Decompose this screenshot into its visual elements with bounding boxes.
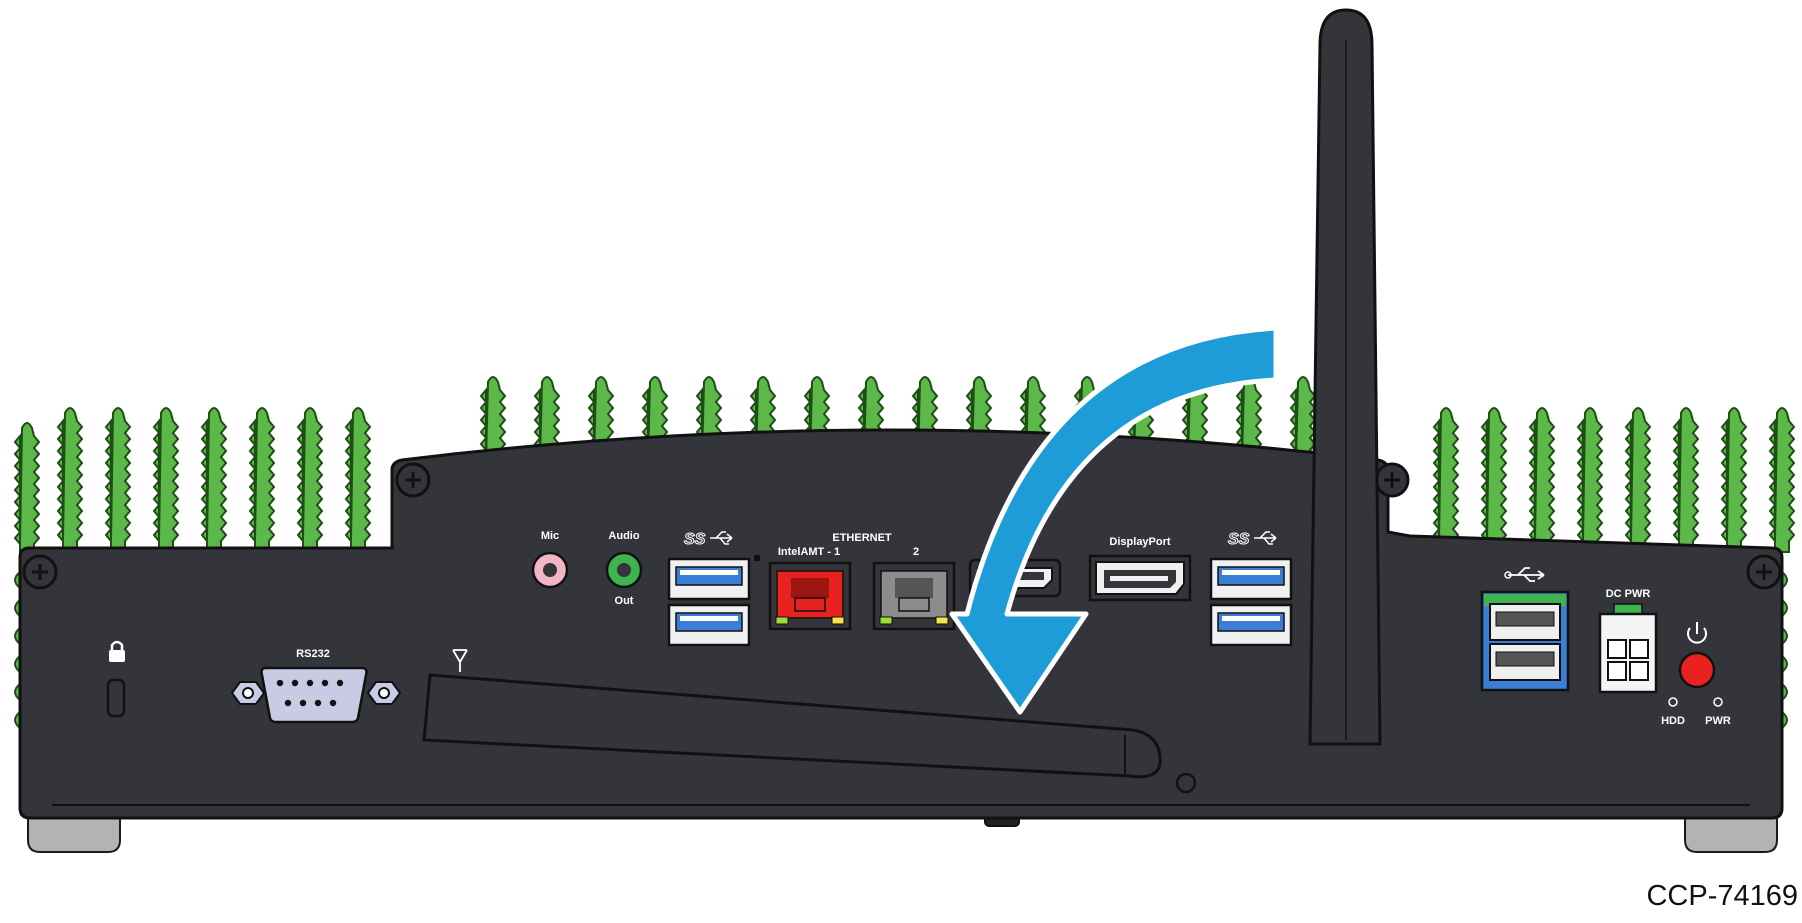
heatsink-fin <box>344 407 372 553</box>
rs232-pin <box>336 679 344 687</box>
usb3-port-highlight <box>680 616 738 621</box>
mic-label: Mic <box>541 530 559 542</box>
rs232-pin <box>299 699 307 707</box>
usb-logo <box>1504 567 1545 582</box>
ethernet-port-2 <box>872 561 956 631</box>
rubber-feet <box>27 809 1778 853</box>
rs232-pin <box>329 699 337 707</box>
ethernet-label: ETHERNET <box>832 532 892 544</box>
heatsink-fin <box>56 407 84 553</box>
power-icon <box>1687 622 1707 644</box>
rs232-pin <box>276 679 284 687</box>
heatsink-fin <box>1480 407 1508 553</box>
audio-jack-hole <box>617 563 631 577</box>
heatsink-fin <box>104 407 132 553</box>
displayport-port <box>1088 554 1192 602</box>
usb3-ports-left <box>667 557 751 647</box>
rs232-label: RS232 <box>296 648 330 660</box>
svg-text:SS: SS <box>1228 531 1250 548</box>
heatsink-fin <box>248 407 276 553</box>
rs232-port <box>230 666 402 724</box>
usb3-port-tongue <box>675 612 743 632</box>
figure-id-label: CCP-74169 <box>1646 880 1798 912</box>
heatsink-fin <box>296 407 324 553</box>
heatsink-fin <box>1672 407 1700 553</box>
usb3-port-highlight <box>1222 616 1280 621</box>
screw-icon <box>22 462 1782 590</box>
hdd-led <box>1668 697 1678 707</box>
usb3-port-tongue <box>1217 612 1285 632</box>
status-led <box>754 555 760 561</box>
lock-icon <box>109 640 125 662</box>
usb3-port-tongue <box>675 566 743 586</box>
usb3-port-highlight <box>680 570 738 575</box>
rs232-pin <box>284 699 292 707</box>
svg-text:SS: SS <box>684 531 706 548</box>
heatsink-fin <box>1624 407 1652 553</box>
antenna-folded <box>422 673 1162 779</box>
usb3-logo-right: SS <box>1228 531 1277 549</box>
heatsink-fin <box>1720 407 1748 553</box>
pwr-label: PWR <box>1705 715 1731 727</box>
displayport-label: DisplayPort <box>1109 536 1170 548</box>
antenna-icon <box>452 649 468 672</box>
kensington-lock-slot <box>106 678 126 718</box>
heatsink-fin <box>479 376 507 471</box>
hdd-label: HDD <box>1661 715 1685 727</box>
heatsink-fin <box>1528 407 1556 553</box>
heatsink-fin <box>200 407 228 553</box>
heatsink-fin <box>13 422 41 553</box>
audio-label: Audio <box>608 530 639 542</box>
heatsink-fin <box>1289 376 1317 471</box>
dc-power-connector <box>1598 603 1658 694</box>
rs232-pin <box>314 699 322 707</box>
usb3-logo-left: SS <box>684 531 733 549</box>
rs232-pin <box>321 679 329 687</box>
ethernet-2-label: 2 <box>913 546 919 558</box>
heatsink-fin <box>1432 407 1460 553</box>
rotate-direction-arrow <box>949 325 1279 715</box>
usb3-port-tongue <box>1217 566 1285 586</box>
rs232-pin <box>291 679 299 687</box>
rs232-pin <box>306 679 314 687</box>
antenna-mount-hole <box>1175 772 1197 794</box>
heatsink-fin <box>1576 407 1604 553</box>
usb2-ports <box>1480 590 1570 692</box>
audio-out-label: Out <box>615 595 634 607</box>
heatsink-fin <box>152 407 180 553</box>
dc-power-label: DC PWR <box>1606 588 1651 600</box>
antenna-vertical <box>1308 8 1382 746</box>
usb3-port-highlight <box>1222 570 1280 575</box>
pwr-led <box>1713 697 1723 707</box>
ethernet-port-1 <box>768 561 852 631</box>
usb3-ports-right <box>1209 557 1293 647</box>
heatsink-fin <box>1768 407 1796 553</box>
mic-jack-hole <box>543 563 557 577</box>
power-button <box>1678 651 1716 689</box>
ethernet-1-label: IntelAMT - 1 <box>778 546 840 558</box>
